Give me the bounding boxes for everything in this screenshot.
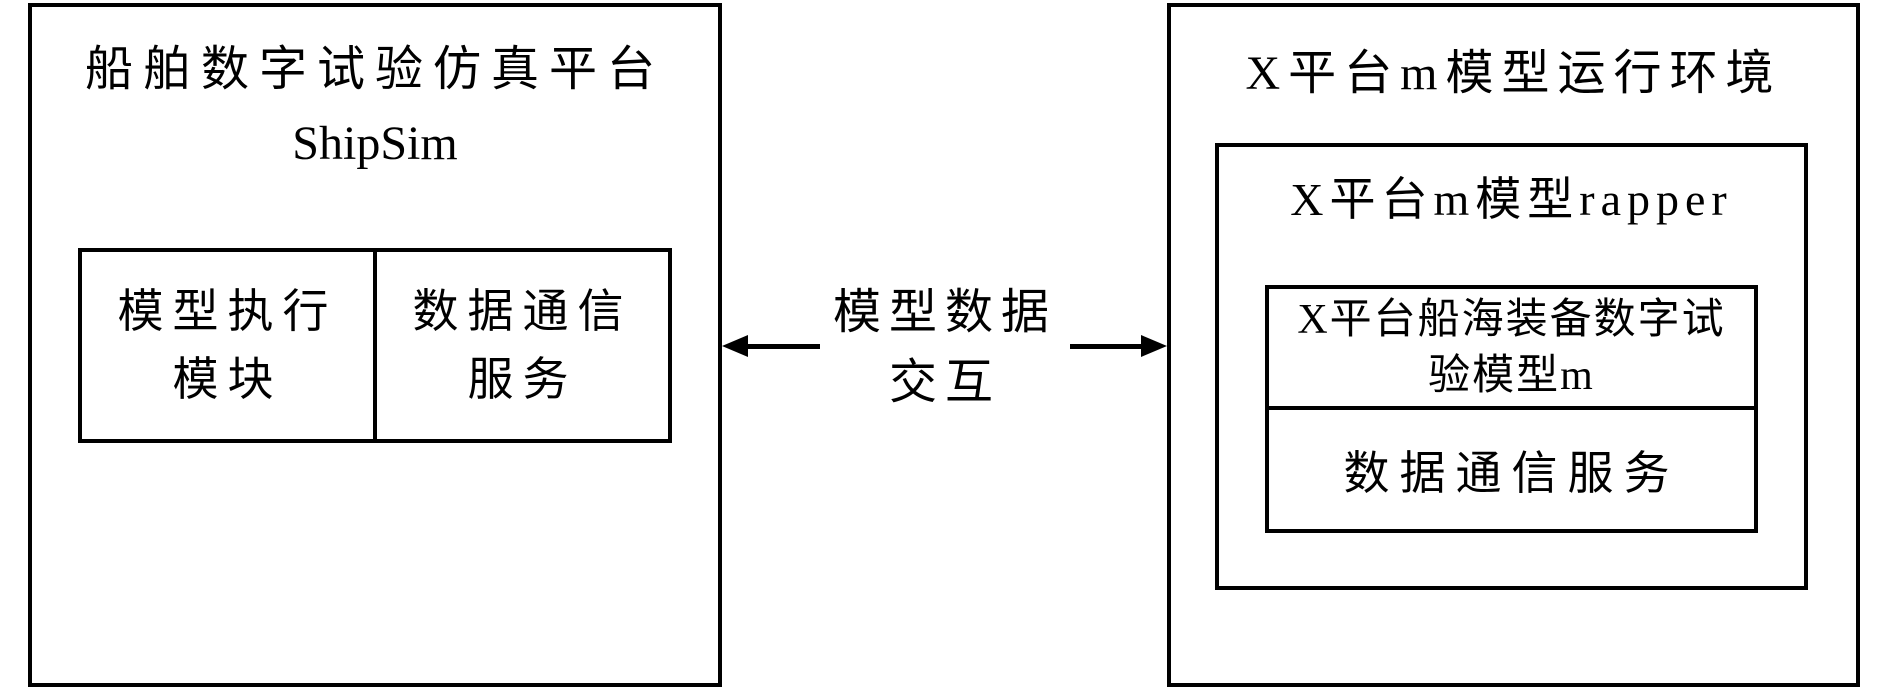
shipsim-platform-title-line1: 船舶数字试验仿真平台 bbox=[84, 43, 665, 96]
connector-label-line1: 模型数据 bbox=[832, 286, 1057, 339]
digital-test-model-label-line1: X平台船海装备数字试 bbox=[1297, 296, 1726, 343]
data-comm-service-box-label: 数据通信服务 bbox=[1343, 447, 1680, 499]
data-comm-service-box: 数据通信服务 bbox=[1269, 410, 1754, 529]
x-platform-runtime-title: X平台m模型运行环境 bbox=[1245, 47, 1782, 100]
digital-test-model-label-line2: 验模型m bbox=[1428, 352, 1595, 399]
data-comm-service-cell: 数据通信 服务 bbox=[373, 252, 668, 439]
model-wrapper-title: X平台m模型rapper bbox=[1290, 174, 1733, 225]
connector-label-line2: 交互 bbox=[888, 356, 1001, 409]
shipsim-platform-title: 船舶数字试验仿真平台 ShipSim bbox=[32, 33, 718, 181]
data-comm-service-label-line2: 服务 bbox=[467, 353, 578, 405]
model-wrapper-box: X平台m模型rapper X平台船海装备数字试 验模型m 数据通信服务 bbox=[1215, 143, 1808, 590]
arrow-left-head-icon bbox=[722, 335, 748, 357]
data-comm-service-label-line1: 数据通信 bbox=[412, 285, 633, 337]
model-execution-module-label-line1: 模型执行 bbox=[117, 285, 338, 337]
arrow-right-head-icon bbox=[1141, 335, 1167, 357]
shipsim-modules-table: 模型执行 模块 数据通信 服务 bbox=[78, 248, 672, 443]
shipsim-label: ShipSim bbox=[292, 117, 458, 170]
connector-label: 模型数据 交互 bbox=[820, 278, 1070, 418]
wrapper-inner-table: X平台船海装备数字试 验模型m 数据通信服务 bbox=[1265, 285, 1758, 533]
x-platform-runtime-box: X平台m模型运行环境 X平台m模型rapper X平台船海装备数字试 验模型m … bbox=[1167, 3, 1860, 687]
model-execution-module-cell: 模型执行 模块 bbox=[82, 252, 373, 439]
shipsim-platform-box: 船舶数字试验仿真平台 ShipSim 模型执行 模块 数据通信 服务 bbox=[28, 3, 722, 687]
model-execution-module-label-line2: 模块 bbox=[172, 353, 283, 405]
digital-test-model-box: X平台船海装备数字试 验模型m bbox=[1269, 289, 1754, 410]
